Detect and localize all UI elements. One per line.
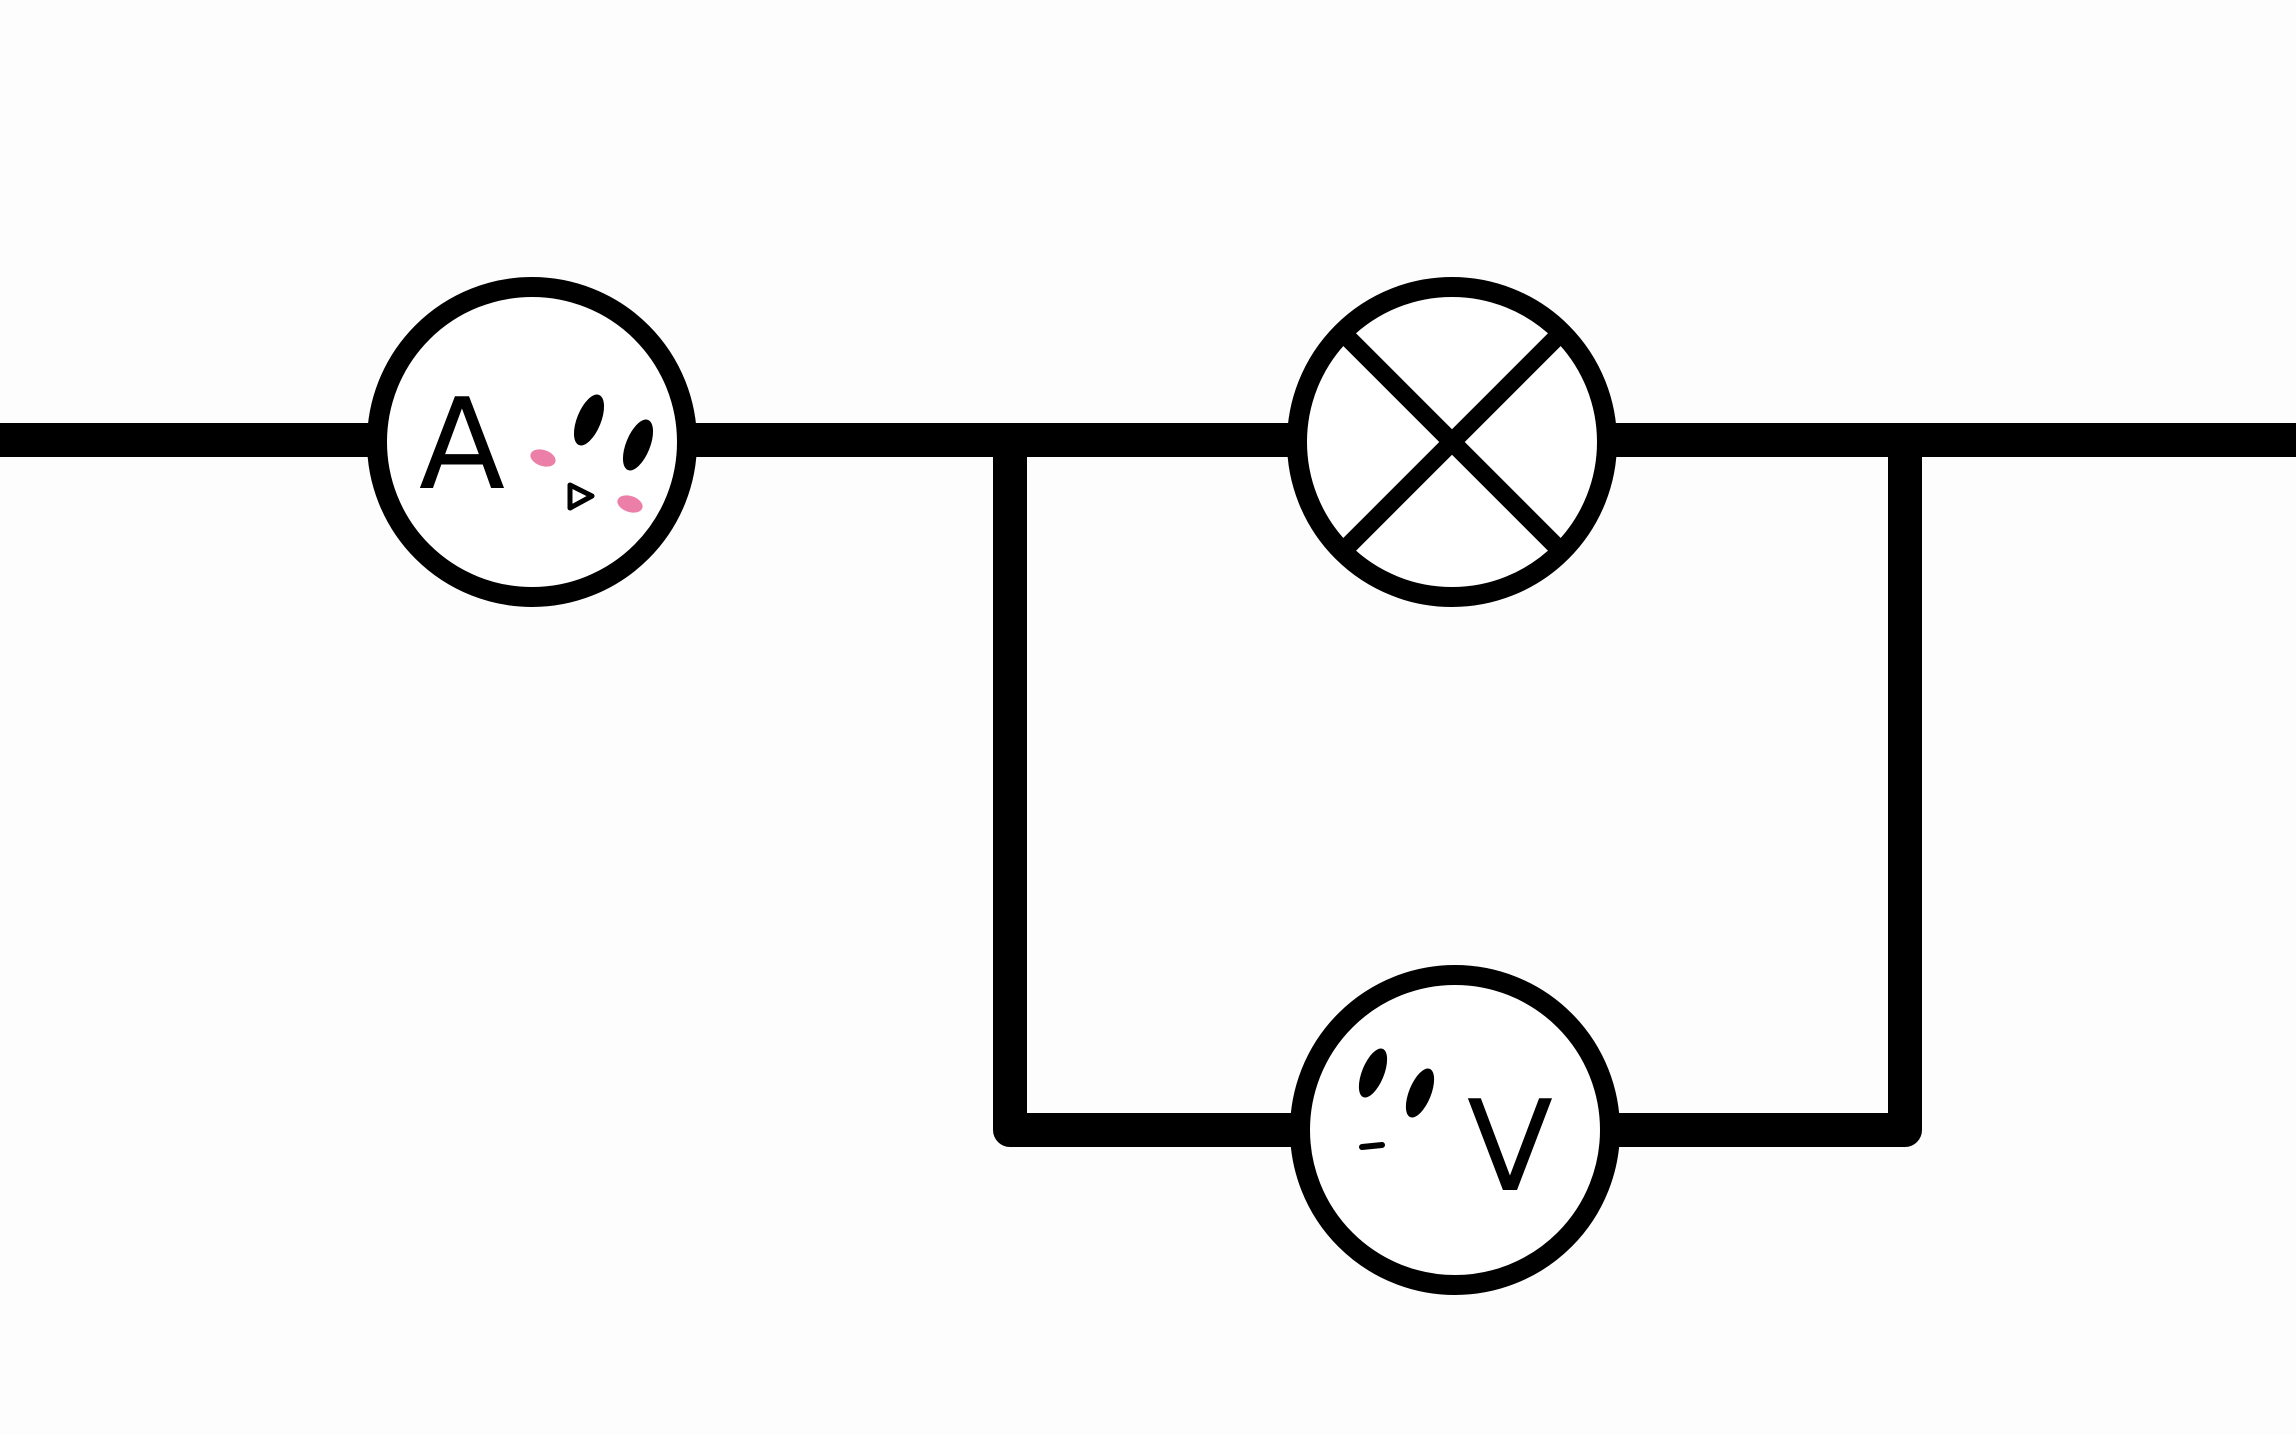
mouth-icon [567,482,595,511]
right-eye-icon [622,419,654,471]
right-eye-icon [1405,1068,1435,1118]
sad-face-icon [1358,1048,1435,1150]
mouth-icon [1359,1142,1385,1150]
voltmeter: V [1290,965,1620,1295]
voltmeter-ring [1290,965,1620,1295]
ammeter-label: A [419,371,505,518]
voltmeter-label: V [1467,1073,1553,1220]
lamp [1287,277,1617,607]
ammeter-ring [367,277,697,607]
ammeter: A [367,277,697,607]
smiling-face-icon [530,394,654,513]
lamp-cross-line-2 [1339,329,1565,555]
wire-branch-left [993,423,1317,1147]
right-blush-icon [617,495,643,513]
left-eye-icon [573,394,605,446]
wire-branch-right [1593,423,1922,1147]
left-eye-icon [1358,1048,1388,1098]
left-blush-icon [530,449,556,467]
